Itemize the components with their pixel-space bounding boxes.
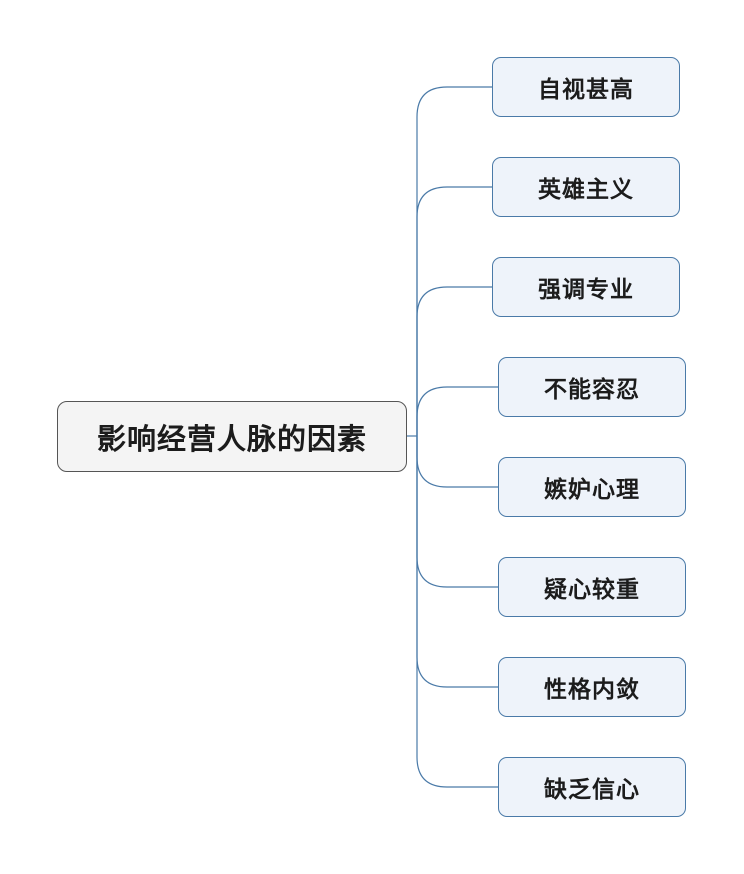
child-topic-5[interactable]: 嫉妒心理: [498, 457, 686, 517]
child-topic-6[interactable]: 疑心较重: [498, 557, 686, 617]
root-topic[interactable]: 影响经营人脉的因素: [57, 401, 407, 472]
child-topic-3[interactable]: 强调专业: [492, 257, 680, 317]
child-topic-1[interactable]: 自视甚高: [492, 57, 680, 117]
connector-line-3: [416, 286, 492, 436]
connector-line-4: [416, 386, 498, 436]
connector-line-7: [416, 436, 498, 688]
connector-line-6: [416, 436, 498, 588]
child-topic-2[interactable]: 英雄主义: [492, 157, 680, 217]
connector-line-8: [416, 436, 498, 788]
connector-line-2: [416, 186, 492, 436]
connector-line-1: [416, 86, 492, 436]
child-topic-7[interactable]: 性格内敛: [498, 657, 686, 717]
child-topic-4[interactable]: 不能容忍: [498, 357, 686, 417]
child-topic-8[interactable]: 缺乏信心: [498, 757, 686, 817]
connector-line-5: [416, 436, 498, 488]
